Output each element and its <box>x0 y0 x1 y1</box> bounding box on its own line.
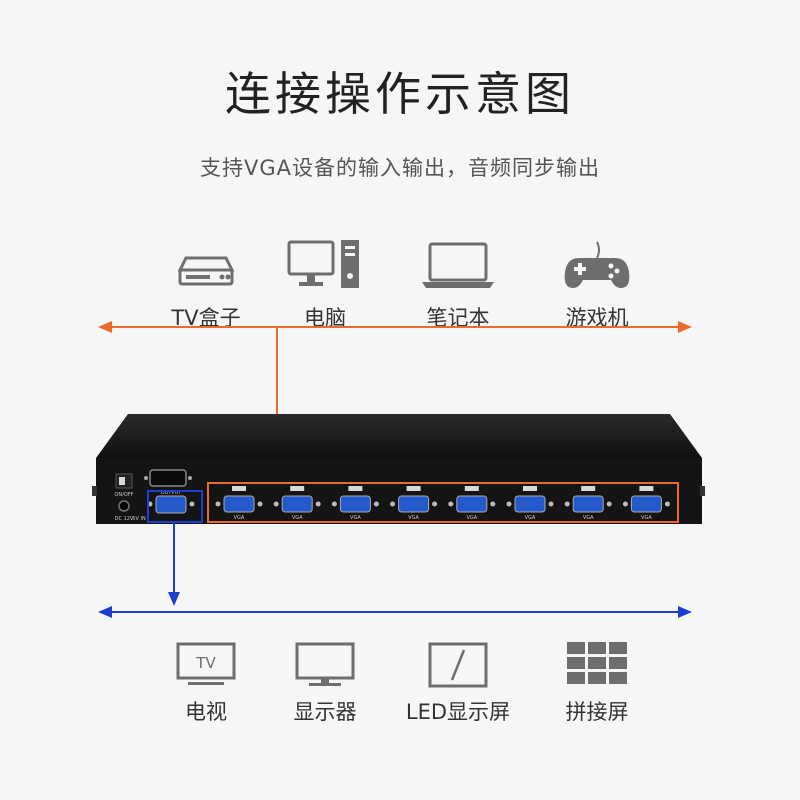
output-device-label: 拼接屏 <box>537 696 657 726</box>
output-device-tv: TV 电视 <box>146 640 266 726</box>
tv-icon-text: TV <box>195 654 216 672</box>
output-device-video-wall: 拼接屏 <box>537 640 657 726</box>
output-device-label: LED显示屏 <box>398 696 518 726</box>
monitor-icon <box>285 640 365 690</box>
output-device-label: 显示器 <box>265 696 385 726</box>
db9-port <box>144 470 192 486</box>
output-device-monitor: 显示器 <box>265 640 385 726</box>
led-screen-icon <box>418 640 498 690</box>
vga-port-label: VGA <box>583 515 594 521</box>
vga-port-label: VGA <box>234 515 245 521</box>
vga-port-label: VGA <box>292 515 303 521</box>
output-bus-arrow <box>98 522 692 618</box>
power-label: ON/OFF <box>114 492 133 498</box>
dc-label: DC 12V <box>115 516 134 522</box>
video-wall-icon <box>557 640 637 690</box>
tv-icon: TV <box>166 640 246 690</box>
output-device-label: 电视 <box>146 696 266 726</box>
vga-port-label: VGA <box>641 515 652 521</box>
output-device-led-screen: LED显示屏 <box>398 640 518 726</box>
vga-port-label: VGA <box>408 515 419 521</box>
power-switch: ON/OFF <box>114 474 133 498</box>
vga-port-label: VGA <box>350 515 361 521</box>
vga-port-label: VGA <box>525 515 536 521</box>
ir-label: 5V IN <box>132 516 146 522</box>
vga-port-label: VGA <box>466 515 477 521</box>
